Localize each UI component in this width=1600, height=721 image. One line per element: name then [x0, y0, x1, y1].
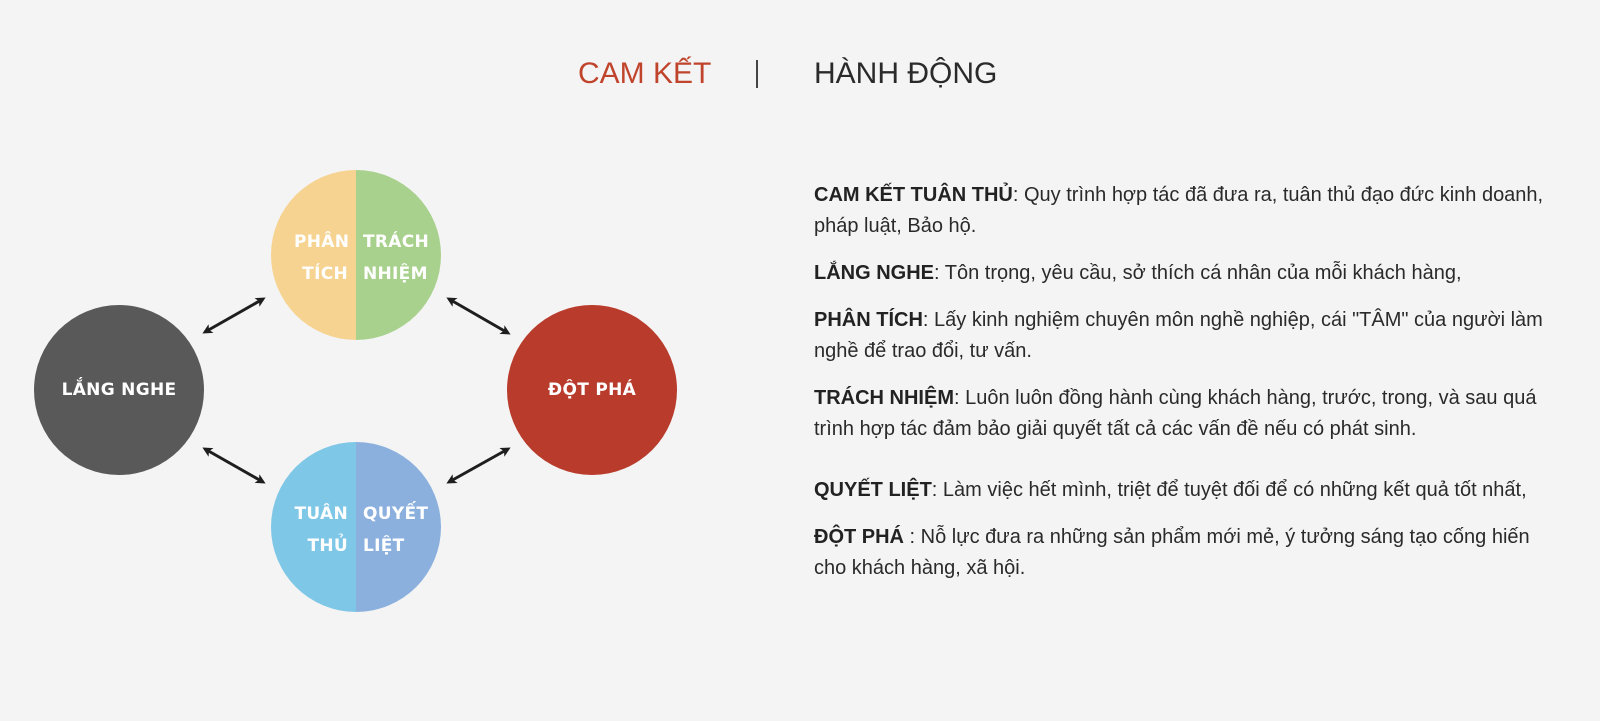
label-tich: TÍCH	[302, 264, 348, 284]
desc-lang-nghe: LẮNG NGHE: Tôn trọng, yêu cầu, sở thích …	[814, 258, 1554, 289]
desc-sep: :	[931, 479, 943, 501]
top-circle-right-half	[356, 170, 441, 340]
desc-sep: :	[934, 262, 945, 284]
arrow-top-right	[446, 297, 511, 335]
desc-text: Quy trình hợp tác đã đưa ra, tuân thủ đạ…	[814, 184, 1544, 237]
bottom-circle	[271, 442, 441, 612]
desc-phan-tich: PHÂN TÍCH: Lấy kinh nghiệm chuyên môn ng…	[814, 305, 1554, 367]
left-circle	[34, 305, 204, 475]
desc-quyet-liet: QUYẾT LIỆT: Làm việc hết mình, triệt để …	[814, 475, 1554, 506]
values-diagram: PHÂN TÍCH TRÁCH NHIỆM LẮNG NGHE ĐỘT PHÁ …	[0, 140, 720, 640]
desc-term: TRÁCH NHIỆM	[814, 387, 954, 409]
desc-sep: :	[1012, 184, 1024, 206]
bottom-left-label: TUÂN THỦ	[290, 498, 348, 562]
label-quyet: QUYẾT	[363, 504, 429, 524]
top-right-label: TRÁCH NHIỆM	[363, 226, 429, 290]
desc-cam-ket-tuan-thu: CAM KẾT TUÂN THỦ: Quy trình hợp tác đã đ…	[814, 180, 1554, 242]
desc-text: Tôn trọng, yêu cầu, sở thích cá nhân của…	[944, 262, 1462, 284]
arrow-left-bottom	[202, 447, 266, 484]
desc-sep: :	[954, 387, 966, 409]
desc-term: ĐỘT PHÁ	[814, 526, 904, 548]
desc-term: CAM KẾT TUÂN THỦ	[814, 184, 1013, 206]
right-circle-label: ĐỘT PHÁ	[547, 380, 637, 400]
label-thu: THỦ	[307, 536, 348, 556]
bottom-right-label: QUYẾT LIỆT	[363, 498, 428, 562]
tab-bar: CAM KẾT HÀNH ĐỘNG	[0, 52, 1600, 96]
desc-text: Luôn luôn đồng hành cùng khách hàng, trư…	[814, 387, 1537, 440]
top-left-label: PHÂN TÍCH	[294, 226, 350, 290]
tab-cam-ket[interactable]: CAM KẾT	[578, 57, 712, 90]
diagram-graphics	[34, 170, 677, 612]
bottom-circle-left-half	[271, 442, 356, 612]
arrow-left-top	[202, 297, 266, 334]
tab-hanh-dong[interactable]: HÀNH ĐỘNG	[814, 57, 998, 90]
right-circle	[507, 305, 677, 475]
desc-text: Làm việc hết mình, triệt để tuyệt đối để…	[942, 479, 1527, 501]
desc-sep: :	[922, 309, 935, 331]
bottom-circle-right-half	[356, 442, 441, 612]
desc-sep: :	[904, 526, 921, 548]
desc-text: Lấy kinh nghiệm chuyên môn nghề nghiệp, …	[814, 309, 1543, 362]
label-tuan: TUÂN	[294, 504, 348, 524]
desc-term: PHÂN TÍCH	[814, 309, 923, 331]
desc-term: LẮNG NGHE	[814, 262, 934, 284]
left-circle-label: LẮNG NGHE	[61, 380, 177, 400]
arrow-bottom-right	[446, 447, 511, 484]
label-trach: TRÁCH	[363, 232, 430, 252]
desc-dot-pha: ĐỘT PHÁ : Nỗ lực đưa ra những sản phẩm m…	[814, 522, 1554, 584]
tab-separator	[756, 60, 758, 88]
label-phan: PHÂN	[294, 232, 350, 252]
top-circle-left-half	[271, 170, 356, 340]
desc-trach-nhiem: TRÁCH NHIỆM: Luôn luôn đồng hành cùng kh…	[814, 383, 1554, 445]
label-liet: LIỆT	[363, 536, 405, 556]
desc-text: Nỗ lực đưa ra những sản phẩm mới mẻ, ý t…	[814, 526, 1530, 579]
values-description: CAM KẾT TUÂN THỦ: Quy trình hợp tác đã đ…	[814, 180, 1554, 600]
top-circle	[271, 170, 441, 340]
desc-term: QUYẾT LIỆT	[814, 479, 932, 501]
label-nhiem: NHIỆM	[363, 264, 428, 284]
